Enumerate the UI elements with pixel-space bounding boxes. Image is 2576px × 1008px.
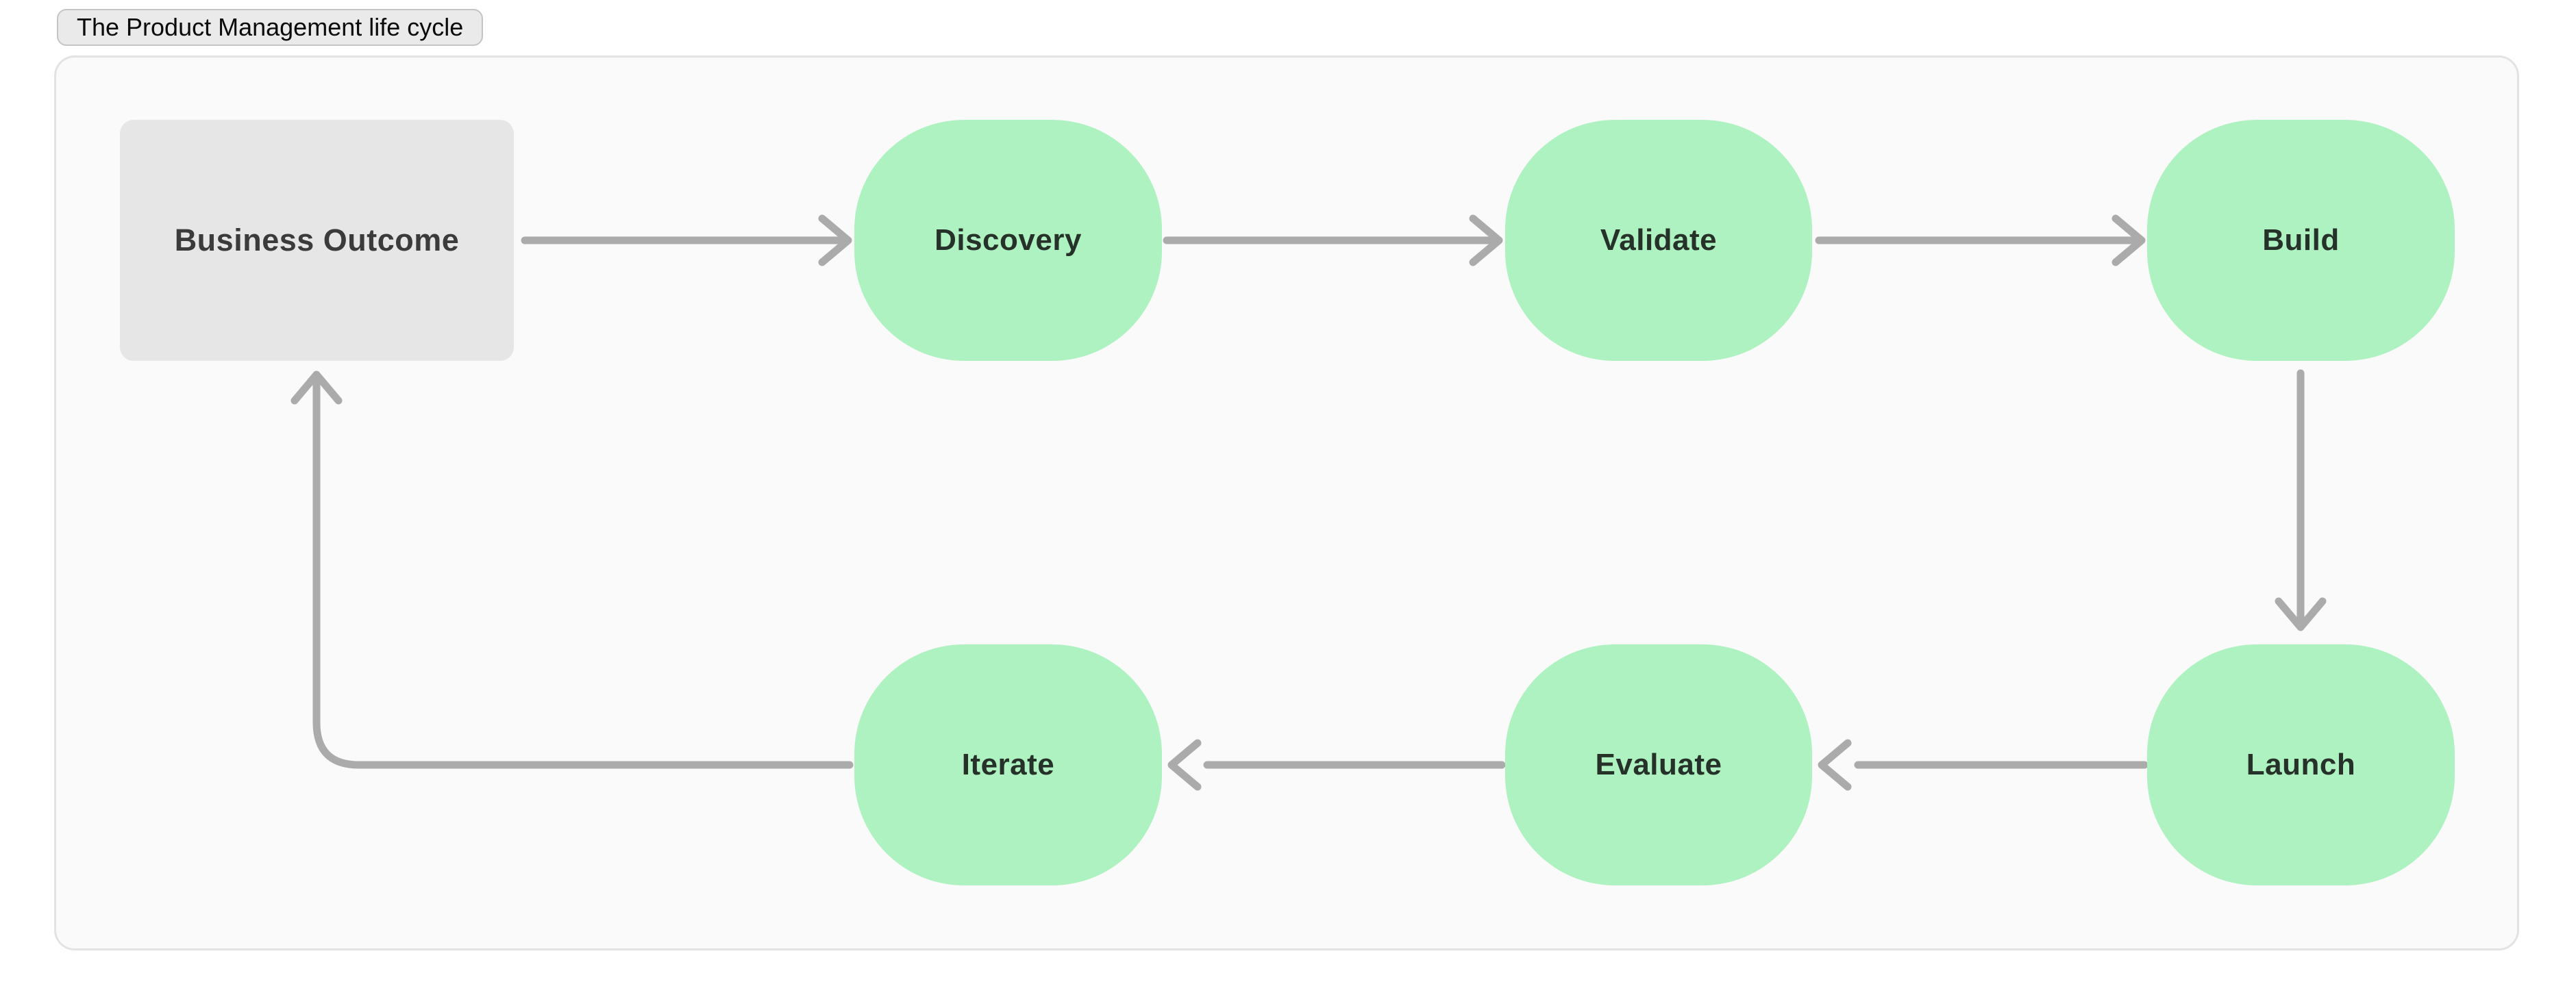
node-business-outcome[interactable]: Business Outcome — [120, 120, 514, 361]
node-discovery[interactable]: Discovery — [854, 120, 1162, 361]
node-launch-label: Launch — [2246, 748, 2356, 781]
node-evaluate-label: Evaluate — [1595, 748, 1722, 781]
node-build[interactable]: Build — [2147, 120, 2455, 361]
node-iterate[interactable]: Iterate — [854, 644, 1162, 885]
node-evaluate[interactable]: Evaluate — [1505, 644, 1812, 885]
diagram-title-pill[interactable]: The Product Management life cycle — [57, 9, 484, 46]
diagram-title-text: The Product Management life cycle — [77, 13, 464, 41]
node-iterate-label: Iterate — [961, 748, 1055, 781]
node-launch[interactable]: Launch — [2147, 644, 2455, 885]
node-business-outcome-label: Business Outcome — [174, 223, 460, 257]
node-build-label: Build — [2262, 223, 2340, 257]
node-discovery-label: Discovery — [934, 223, 1082, 257]
node-validate[interactable]: Validate — [1505, 120, 1812, 361]
node-validate-label: Validate — [1600, 223, 1718, 257]
